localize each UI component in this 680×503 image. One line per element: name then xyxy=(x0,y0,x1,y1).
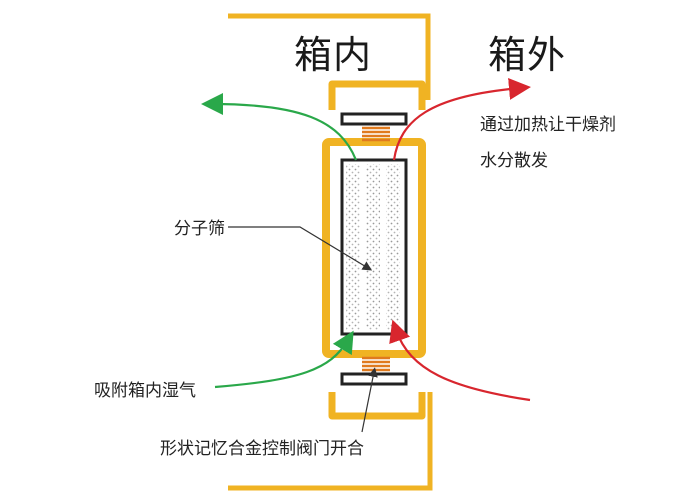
bottom-valve-plate xyxy=(340,372,408,386)
inside-label: 箱内 xyxy=(294,33,373,77)
outside-label: 箱外 xyxy=(488,33,567,77)
bottom-bracket xyxy=(328,392,426,420)
valve-label: 形状记忆合金控制阀门开合 xyxy=(160,439,364,459)
housing xyxy=(322,138,426,358)
top-wall xyxy=(228,13,431,100)
bottom-wall xyxy=(228,392,433,491)
red-arrow-bottom xyxy=(389,319,531,402)
sieve-stripe-1 xyxy=(346,164,360,330)
sieve-leader xyxy=(228,226,373,271)
top-bracket xyxy=(328,80,426,110)
valve-leader xyxy=(361,367,378,433)
green-arrow-top xyxy=(201,93,358,161)
red-arrow-top xyxy=(392,78,531,161)
outside-note-line1: 通过加热让干燥剂 xyxy=(480,115,616,135)
bottom-spring-coil-icon xyxy=(362,356,390,372)
sieve-stripe-2 xyxy=(366,164,380,330)
top-spring-coil-icon xyxy=(362,126,390,142)
adsorb-label: 吸附箱内湿气 xyxy=(94,381,196,401)
sieve-stripe-3 xyxy=(386,164,400,330)
sieve-label: 分子筛 xyxy=(174,219,225,239)
top-valve-plate xyxy=(340,112,408,126)
outside-note-line2: 水分散发 xyxy=(480,151,548,171)
green-arrow-bottom xyxy=(214,330,354,389)
